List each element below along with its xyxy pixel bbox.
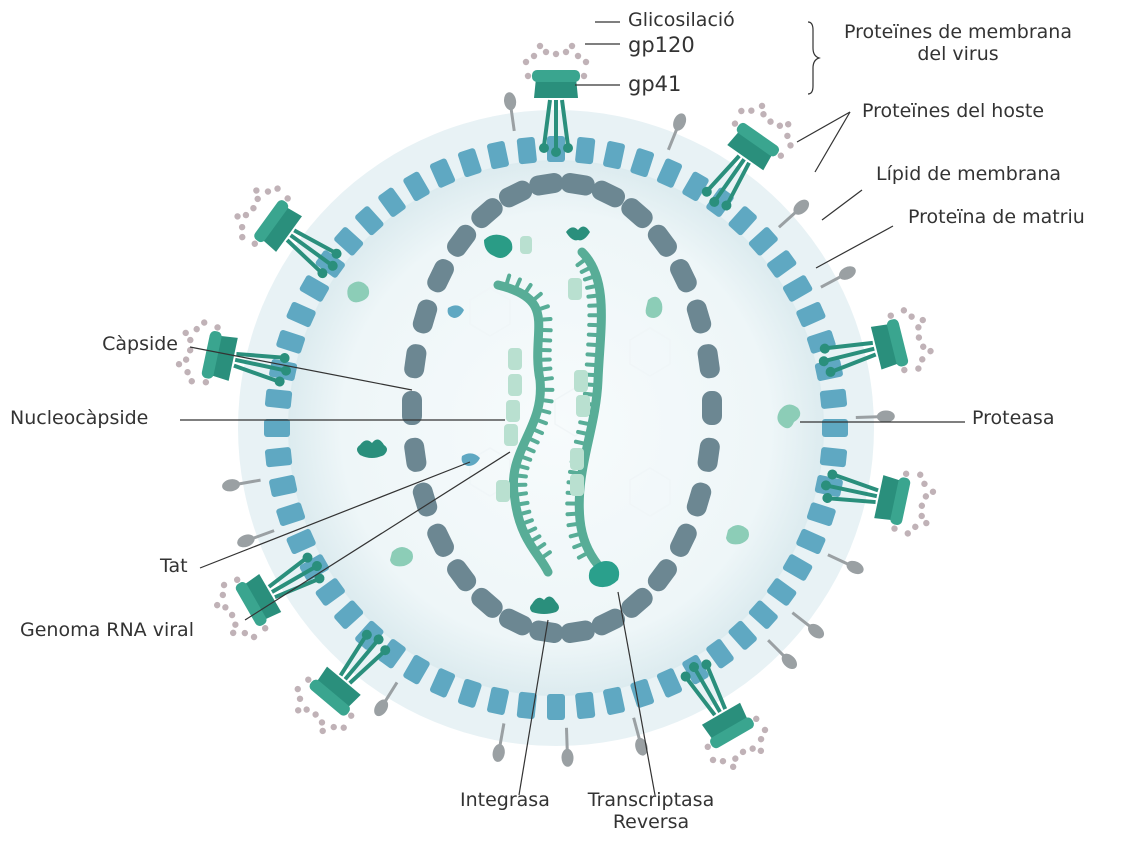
matrix-protein-block: [264, 419, 290, 437]
label-glycosylation: Glicosilació: [628, 10, 735, 32]
label-membrane-proteins-line1: Proteïnes de membrana: [822, 22, 1094, 44]
capsid-segment: [702, 391, 722, 425]
matrix-protein-block: [820, 447, 848, 468]
leader-membrane-lipid: [822, 190, 862, 220]
label-membrane-proteins-line2: del virus: [822, 44, 1094, 66]
label-protease: Proteasa: [972, 408, 1054, 430]
label-gp120: gp120: [628, 33, 695, 57]
label-reverse-transcriptase-line2: Reversa: [572, 812, 730, 834]
label-reverse-transcriptase: Transcriptasa Reversa: [572, 790, 730, 834]
matrix-protein-block: [575, 692, 596, 720]
matrix-protein-block: [265, 447, 293, 468]
label-membrane-proteins: Proteïnes de membrana del virus: [822, 22, 1094, 66]
matrix-protein-block: [575, 137, 596, 165]
leader-host-proteins-a: [797, 112, 850, 142]
label-tat: Tat: [160, 556, 188, 578]
label-capsid: Càpside: [60, 334, 178, 356]
label-nucleocapsid: Nucleocàpside: [10, 408, 148, 430]
leader-membrane-proteins-brace: [808, 22, 819, 94]
matrix-protein-block: [265, 389, 293, 410]
label-host-proteins: Proteïnes del hoste: [862, 101, 1044, 123]
label-viral-rna-genome: Genoma RNA viral: [20, 620, 194, 642]
leader-matrix-protein: [816, 226, 893, 268]
label-membrane-lipid: Lípid de membrana: [876, 164, 1061, 186]
matrix-protein-block: [547, 694, 565, 720]
label-integrase: Integrasa: [460, 790, 550, 812]
label-gp41: gp41: [628, 72, 681, 96]
leader-host-proteins-b: [815, 112, 850, 172]
label-matrix-protein: Proteïna de matriu: [908, 207, 1085, 229]
matrix-protein-block: [517, 137, 538, 165]
virion-interior: [288, 160, 824, 696]
matrix-protein-block: [820, 389, 848, 410]
label-reverse-transcriptase-line1: Transcriptasa: [572, 790, 730, 812]
